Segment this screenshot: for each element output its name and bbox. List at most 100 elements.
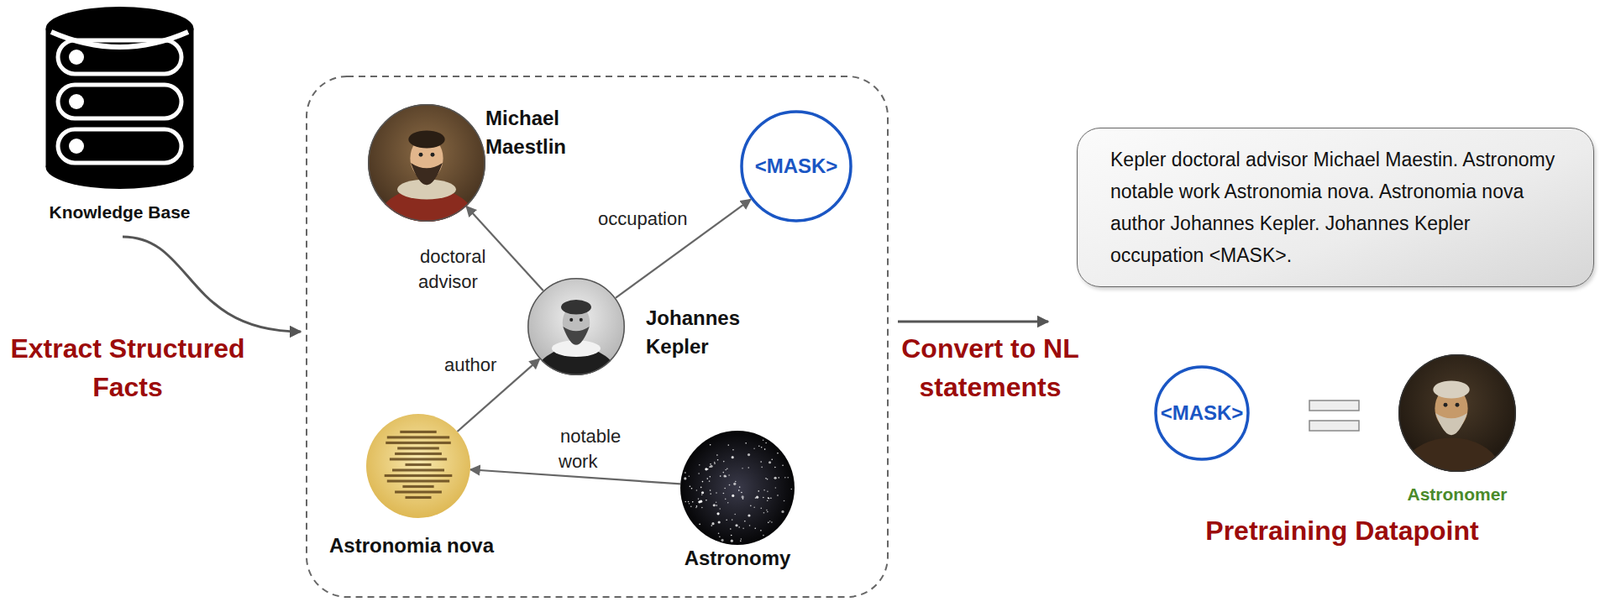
star xyxy=(744,442,747,445)
star xyxy=(744,520,746,523)
star xyxy=(717,459,719,462)
node-text: Johannes Kepler xyxy=(645,304,751,362)
star xyxy=(771,458,773,461)
star xyxy=(765,442,767,445)
star xyxy=(731,494,735,498)
illustration-part xyxy=(561,299,592,315)
star xyxy=(769,520,772,523)
illustration-part xyxy=(387,435,450,439)
star xyxy=(775,487,777,489)
illustration-part xyxy=(389,457,447,461)
star xyxy=(771,521,773,524)
star xyxy=(760,446,763,449)
star xyxy=(760,461,762,463)
illustration-part xyxy=(410,162,443,185)
illustration-part xyxy=(408,131,445,149)
illustration-part xyxy=(405,463,432,467)
star xyxy=(747,453,751,457)
star xyxy=(692,501,694,504)
star xyxy=(760,529,762,532)
star xyxy=(740,492,743,494)
star xyxy=(709,493,712,495)
star xyxy=(762,535,765,537)
edge-label-text: notable work xyxy=(558,425,621,473)
illustration-part xyxy=(57,84,182,119)
database-icon xyxy=(41,3,199,193)
star xyxy=(747,514,751,517)
illustration-part xyxy=(394,452,442,456)
star xyxy=(713,503,716,507)
star xyxy=(713,462,716,465)
mask-outline xyxy=(1155,367,1249,460)
star xyxy=(724,498,727,501)
star xyxy=(741,495,745,499)
edge-label: notable work xyxy=(558,424,643,475)
illustration-part xyxy=(1435,413,1468,436)
star xyxy=(741,467,744,470)
statement-box: Kepler doctoral advisor Michael Maestin.… xyxy=(1076,127,1595,288)
star xyxy=(709,465,713,468)
star xyxy=(727,502,730,504)
star xyxy=(701,493,703,496)
star xyxy=(776,494,779,497)
star xyxy=(708,476,711,478)
star xyxy=(767,497,770,499)
edge-label: doctoral advisor xyxy=(418,244,503,295)
star xyxy=(732,449,735,452)
illustration-part xyxy=(1432,381,1469,399)
star xyxy=(728,474,730,477)
star xyxy=(730,540,734,543)
illustration-part xyxy=(402,485,434,488)
star xyxy=(720,539,724,542)
star xyxy=(781,510,784,514)
stage-title: Convert to NL statements xyxy=(893,329,1087,407)
illustration-part xyxy=(579,318,583,322)
flow-arrow xyxy=(122,236,301,332)
star xyxy=(783,500,786,503)
stage-title-text: Pretraining Datapoint xyxy=(1174,514,1511,548)
star xyxy=(784,477,787,479)
star xyxy=(734,514,736,516)
star xyxy=(738,489,740,492)
illustration-part xyxy=(387,479,450,483)
star xyxy=(762,497,765,499)
illustration-part xyxy=(68,94,84,110)
star xyxy=(753,506,756,509)
illustration-part xyxy=(528,278,625,375)
mask-outline xyxy=(741,111,851,221)
illustration-part xyxy=(397,446,440,450)
star xyxy=(768,498,771,500)
illustration-part xyxy=(405,496,432,499)
star xyxy=(700,487,703,489)
star xyxy=(698,524,701,526)
star xyxy=(727,444,730,446)
illustration-part xyxy=(68,138,84,154)
star xyxy=(770,498,772,500)
star xyxy=(684,472,687,474)
star xyxy=(684,501,687,504)
star xyxy=(755,496,759,499)
book-image xyxy=(366,414,471,519)
node-label: <MASK> xyxy=(1154,365,1250,462)
star xyxy=(710,524,713,527)
star xyxy=(715,492,718,494)
star xyxy=(757,490,760,493)
illustration-part xyxy=(57,40,182,74)
star xyxy=(739,540,742,542)
star xyxy=(790,488,793,491)
flow-arrow xyxy=(897,320,1049,324)
star xyxy=(697,500,701,504)
star xyxy=(747,466,750,469)
star xyxy=(760,507,762,509)
star xyxy=(718,508,721,510)
star xyxy=(777,477,780,479)
entity-circle: Astronomia nova xyxy=(366,414,471,519)
equals-bar xyxy=(1309,420,1359,431)
entity-circle: Johannes Kepler xyxy=(527,278,625,376)
star xyxy=(709,489,712,492)
stage-title-text: Extract Structured Facts xyxy=(1,329,254,407)
edge-label: author xyxy=(442,352,519,378)
illustration-part xyxy=(385,441,452,445)
node-label: Astronomia nova xyxy=(310,531,513,561)
illustration-part xyxy=(1399,355,1516,472)
